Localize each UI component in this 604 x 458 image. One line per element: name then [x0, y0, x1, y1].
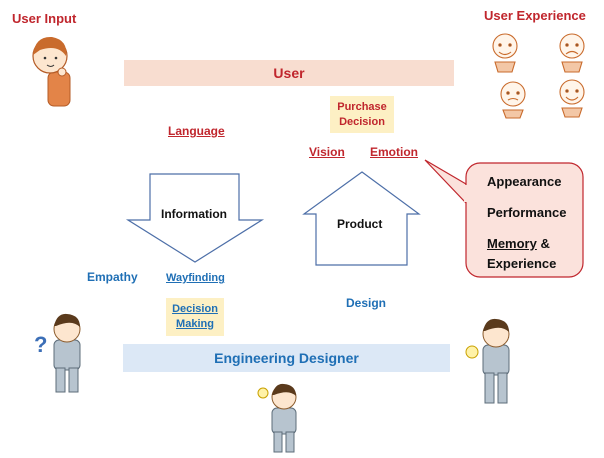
design-term: Design [346, 296, 387, 310]
appearance-item: Appearance [487, 174, 562, 189]
engineering-designer-band: Engineering Designer [123, 344, 450, 372]
memory-amp: & [536, 236, 550, 251]
wayfinding-term: Wayfinding [166, 272, 225, 284]
memory-experience-item: Memory & [487, 234, 566, 254]
user-band: User [124, 60, 454, 86]
decision-making-note: Decision Making [166, 298, 224, 336]
information-label: Information [161, 207, 227, 221]
performance-item: Performance [487, 205, 567, 220]
product-label: Product [337, 217, 383, 231]
designer-thinking-icon: ? [34, 313, 81, 393]
product-up-arrow [302, 171, 421, 266]
experience-item: Experience [487, 256, 557, 271]
callout-bubble [465, 162, 584, 278]
purchase-decision-note: Purchase Decision [330, 96, 394, 133]
memory-term: Memory [487, 236, 537, 251]
callout-pointer [424, 159, 467, 205]
decision-making-line-1: Decision [172, 303, 218, 315]
user-experience-faces-icon [492, 33, 585, 119]
svg-text:?: ? [34, 332, 47, 357]
information-down-arrow [125, 173, 265, 263]
user-experience-label: User Experience [484, 8, 586, 23]
emotion-term: Emotion [370, 145, 418, 159]
empathy-term: Empathy [87, 270, 138, 284]
user-input-woman-icon [32, 36, 71, 107]
designer-lightbulb-icon [465, 318, 510, 404]
decision-making-line-2: Making [176, 318, 214, 330]
vision-term: Vision [309, 145, 345, 159]
user-input-label: User Input [12, 11, 77, 26]
callout-content: Appearance Performance Memory & Experien… [487, 172, 566, 274]
language-term: Language [168, 124, 225, 138]
designer-idea-icon [257, 383, 297, 453]
purchase-decision-line-1: Purchase [337, 100, 387, 113]
purchase-decision-line-2: Decision [339, 115, 385, 128]
